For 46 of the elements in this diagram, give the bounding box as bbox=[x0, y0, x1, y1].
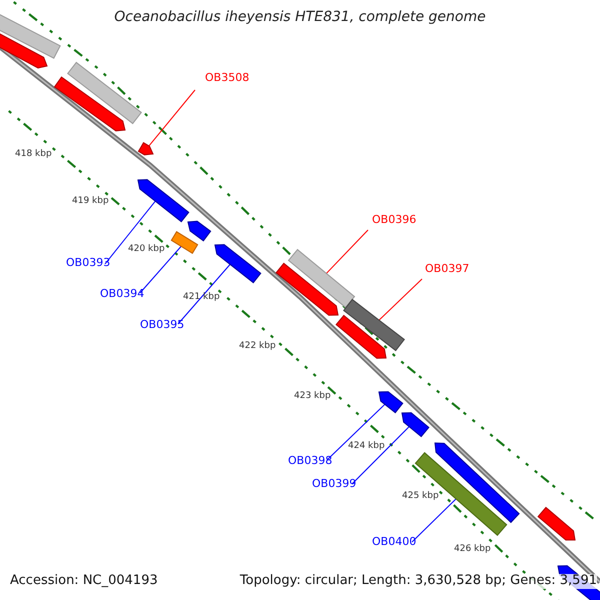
scale-label: 418 kbp bbox=[15, 149, 52, 160]
scale-label: 420 kbp bbox=[128, 244, 165, 254]
gene-feature bbox=[214, 244, 262, 284]
gene-feature bbox=[137, 179, 190, 222]
scale-label: 423 kbp bbox=[294, 391, 331, 402]
gene-label: OB0395 bbox=[140, 319, 184, 332]
leader-line bbox=[326, 230, 368, 274]
gene-label: OB0397 bbox=[425, 263, 470, 276]
scale-label: 426 kbp bbox=[454, 544, 491, 554]
gene-feature bbox=[67, 62, 142, 124]
accession-text: Accession: NC_004193 bbox=[10, 574, 158, 589]
gene-label: OB0393 bbox=[66, 257, 110, 270]
title: Oceanobacillus iheyensis HTE831, complete genome bbox=[113, 9, 487, 26]
gene-feature bbox=[276, 262, 339, 316]
gene-label: OB0396 bbox=[372, 214, 416, 227]
scale-label: 424 kbp bbox=[348, 441, 385, 452]
genome-summary-text: Topology: circular; Length: 3,630,528 bp; Genes: 3,591 bbox=[240, 574, 597, 589]
gene-feature bbox=[0, 32, 48, 69]
gene-feature bbox=[336, 314, 387, 359]
gene-label: OB0399 bbox=[312, 478, 356, 491]
gene-feature bbox=[537, 506, 576, 540]
scale-label: 419 kbp bbox=[72, 196, 109, 206]
leader-line bbox=[326, 404, 386, 460]
leader-line bbox=[140, 246, 182, 294]
scale-label: 425 kbp bbox=[402, 491, 439, 502]
gene-feature bbox=[138, 142, 154, 156]
gene-label: OB0394 bbox=[100, 288, 144, 301]
scale-label: 422 kbp bbox=[239, 341, 276, 352]
gene-feature bbox=[401, 412, 430, 438]
leader-line bbox=[104, 200, 156, 264]
gene-feature bbox=[343, 298, 405, 352]
gene-label: OB0400 bbox=[372, 536, 416, 549]
gene-feature bbox=[378, 391, 404, 414]
leader-line bbox=[178, 264, 231, 324]
gene-feature bbox=[170, 231, 198, 254]
leader-line bbox=[352, 426, 410, 484]
scale-label: 421 kbp bbox=[183, 292, 220, 302]
gene-feature bbox=[187, 220, 212, 242]
leader-line bbox=[378, 278, 422, 321]
leader-line bbox=[412, 498, 457, 542]
gene-label: OB0398 bbox=[288, 455, 332, 468]
gene-feature bbox=[288, 248, 356, 308]
leader-line bbox=[148, 90, 196, 146]
gene-feature bbox=[0, 13, 61, 59]
gene-label: OB3508 bbox=[205, 72, 250, 85]
gene-feature bbox=[54, 76, 126, 132]
